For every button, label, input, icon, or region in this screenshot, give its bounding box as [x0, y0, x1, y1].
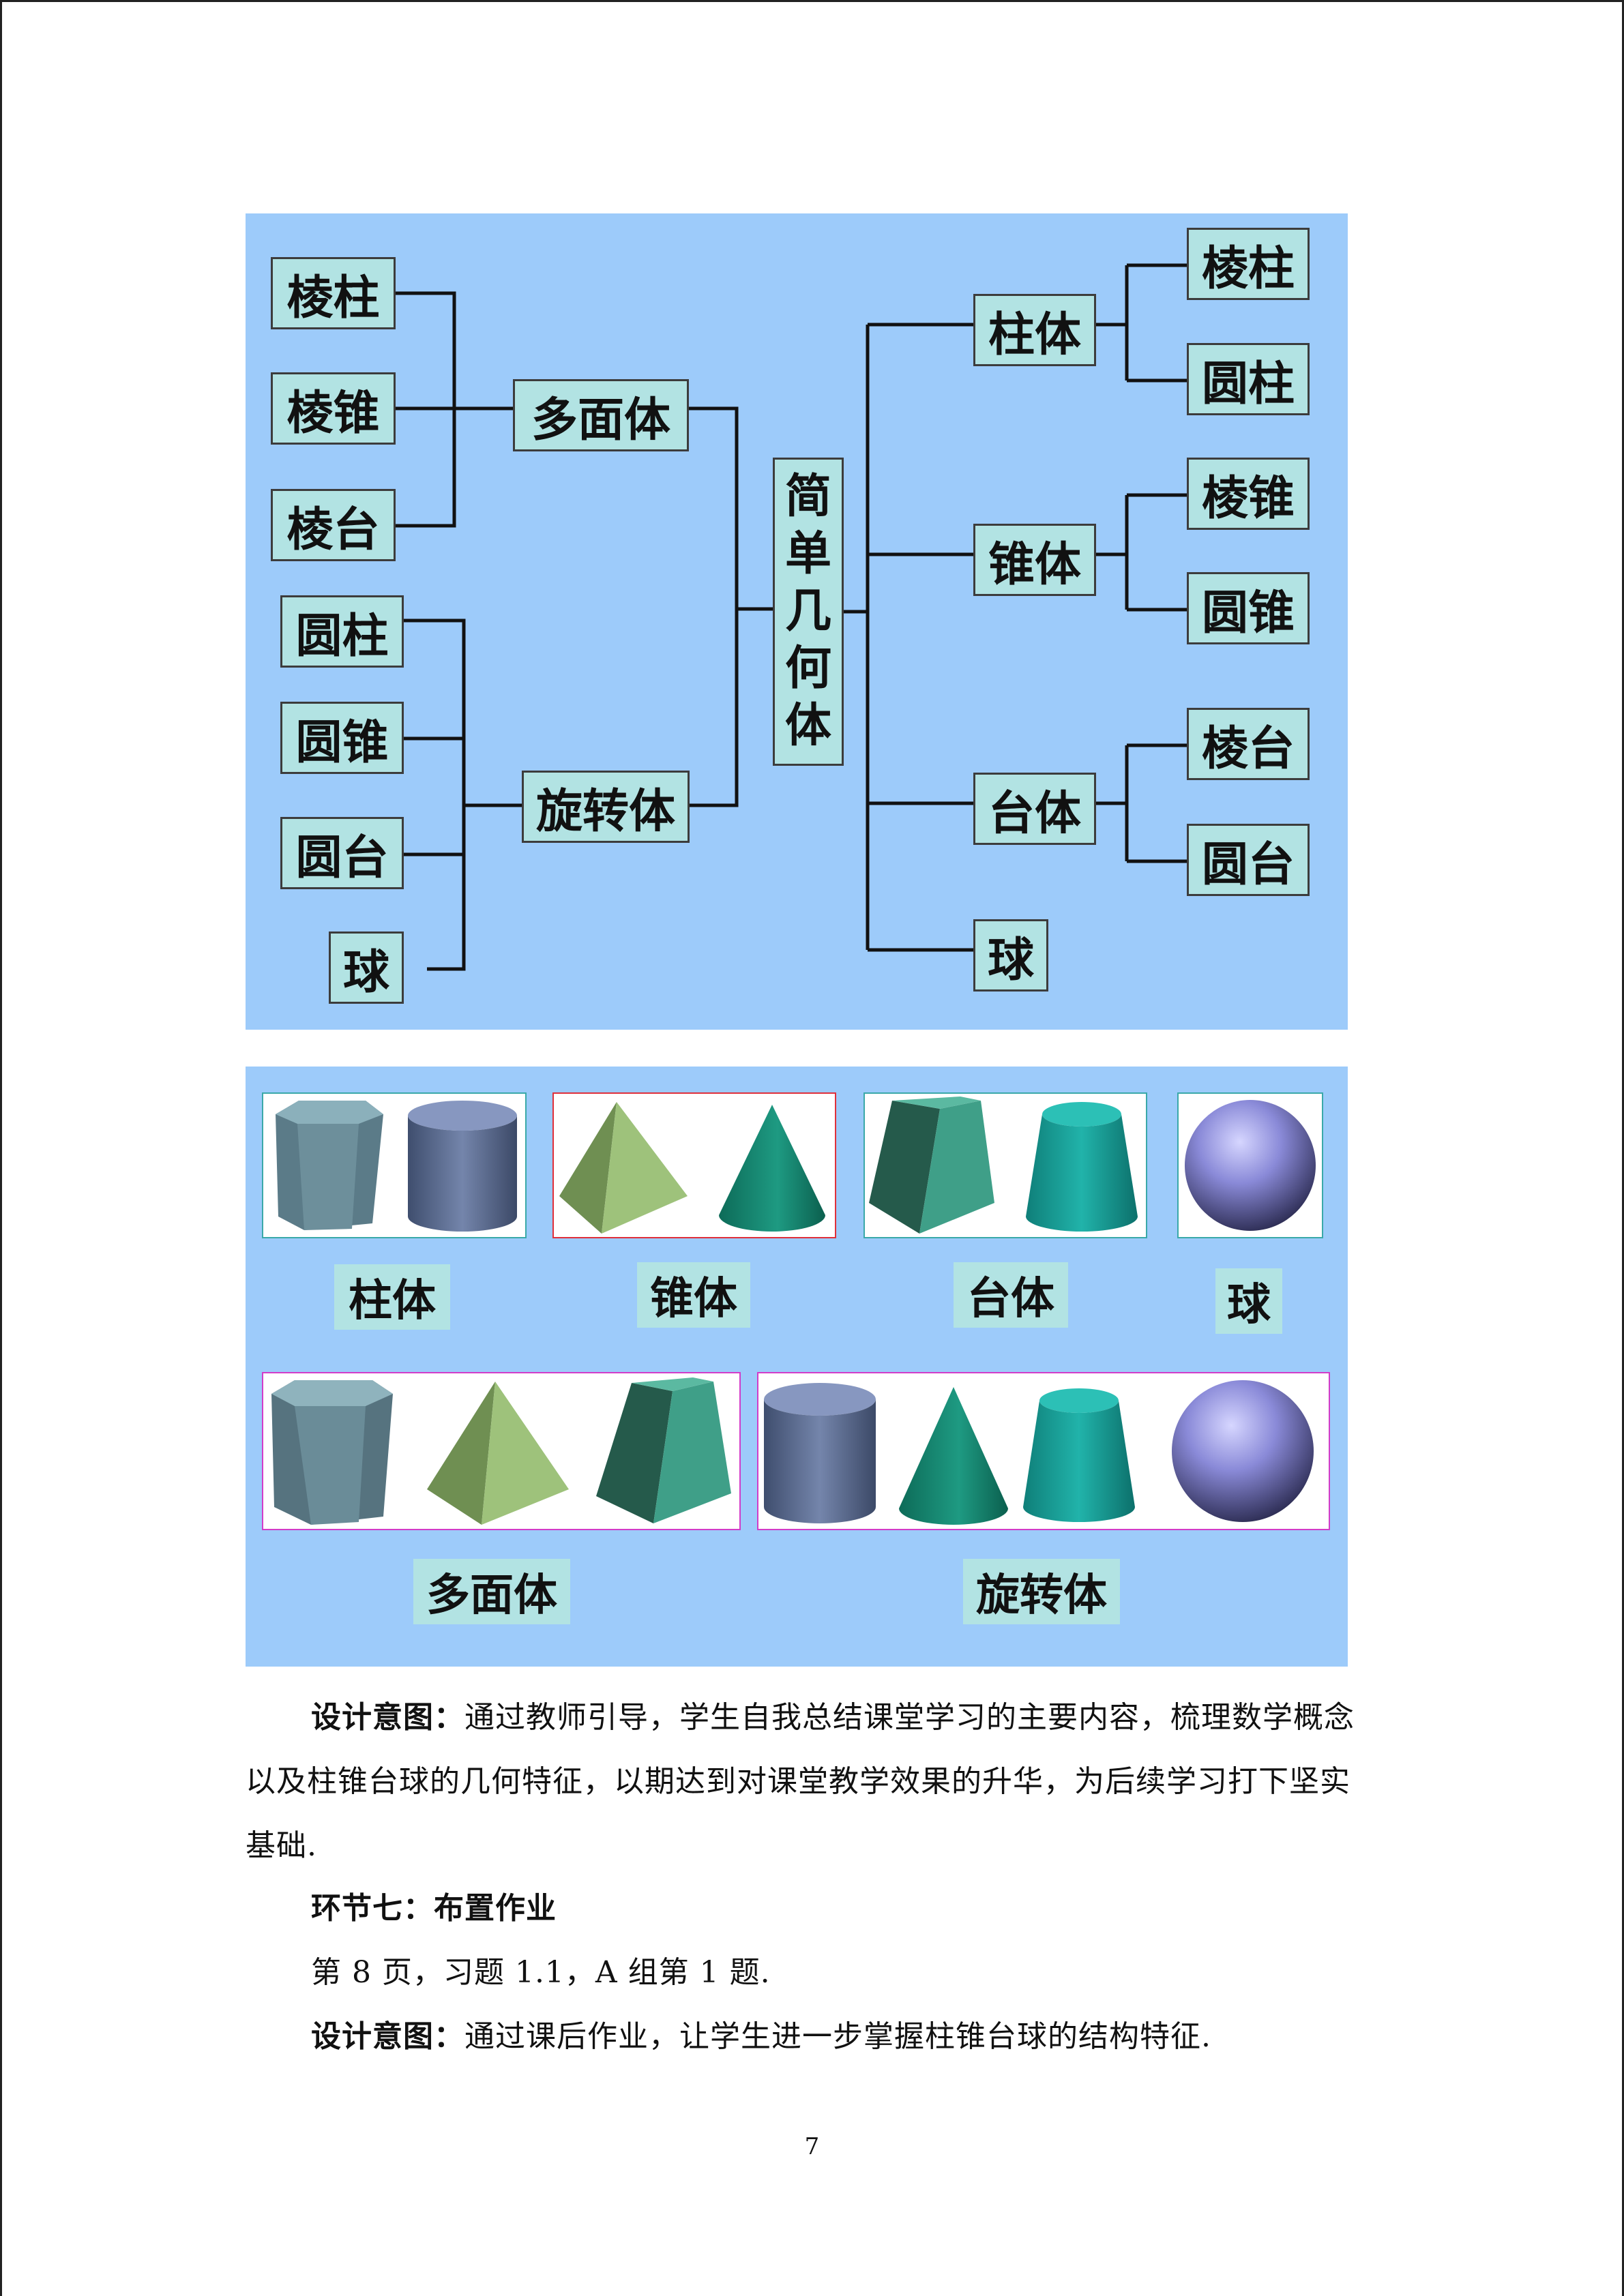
right-item-pyramid: 棱锥 [1187, 458, 1310, 530]
right-item-frustum-cone: 圆台 [1187, 824, 1310, 896]
center-char-5: 体 [784, 699, 831, 753]
left-item-frustum-cone: 圆台 [280, 817, 404, 889]
center-char-1: 简 [784, 470, 831, 524]
polyhedra-solids-image [262, 1372, 741, 1530]
cone-solids-image [552, 1092, 836, 1238]
design-intent-label-1: 设计意图： [311, 1700, 464, 1735]
homework-text: 第 8 页，习题 1.1，A 组第 1 题. [311, 1955, 771, 1990]
design-intent-paragraph-1: 设计意图：通过教师引导，学生自我总结课堂学习的主要内容，梳理数学概念以及柱锥台球… [246, 1686, 1357, 1878]
prism-and-cylinder-icon [276, 1101, 517, 1232]
right-node-sphere: 球 [973, 919, 1048, 992]
center-char-2: 单 [784, 527, 831, 581]
diagram-connectors [396, 263, 1187, 971]
design-intent-paragraph-2: 设计意图：通过课后作业，让学生进一步掌握柱锥台球的结构特征. [246, 2005, 1357, 2069]
center-char-3: 几 [784, 584, 831, 638]
design-intent-body-2: 通过课后作业，让学生进一步掌握柱锥台球的结构特征. [464, 2019, 1211, 2054]
left-item-prism: 棱柱 [271, 257, 396, 329]
left-item-pyramid: 棱锥 [271, 372, 396, 445]
page-number: 7 [804, 2133, 820, 2160]
center-node: 简 单 几 何 体 [773, 458, 844, 766]
pyramid-and-cone-icon [559, 1102, 825, 1234]
label-cone-class: 锥体 [637, 1262, 750, 1328]
design-intent-label-2: 设计意图： [311, 2019, 464, 2054]
section-title-text: 环节七：布置作业 [311, 1891, 557, 1926]
right-item-frustum: 棱台 [1187, 708, 1310, 780]
label-polyhedra: 多面体 [413, 1559, 570, 1624]
right-node-column: 柱体 [973, 294, 1096, 366]
solids-panel: 柱体 锥体 台体 球 多面体 旋转体 [246, 1067, 1348, 1667]
frustum-prism-and-cone-icon [869, 1097, 1138, 1234]
prism-pyramid-frustum-icon [271, 1377, 731, 1525]
sphere-image [1177, 1092, 1323, 1238]
column-solids-image [262, 1092, 527, 1238]
cylinder-cone-frustum-sphere-icon [764, 1380, 1314, 1525]
rotation-node: 旋转体 [522, 771, 690, 843]
center-char-4: 何 [784, 642, 831, 696]
right-node-cone-class: 锥体 [973, 524, 1096, 596]
label-column: 柱体 [334, 1264, 450, 1330]
rotation-solids-image [757, 1372, 1330, 1530]
sphere-icon [1185, 1100, 1316, 1231]
label-frustum-class: 台体 [954, 1262, 1068, 1328]
left-item-cone: 圆锥 [280, 702, 404, 774]
right-item-cone: 圆锥 [1187, 572, 1310, 644]
right-item-prism: 棱柱 [1187, 228, 1310, 300]
right-node-frustum-class: 台体 [973, 773, 1096, 845]
left-item-sphere: 球 [329, 931, 404, 1004]
left-item-frustum: 棱台 [271, 489, 396, 561]
polyhedra-node: 多面体 [513, 379, 689, 451]
homework-line: 第 8 页，习题 1.1，A 组第 1 题. [246, 1941, 1357, 2005]
label-sphere: 球 [1215, 1268, 1282, 1334]
label-rotation: 旋转体 [963, 1559, 1120, 1624]
left-item-cylinder: 圆柱 [280, 595, 404, 668]
right-item-cylinder: 圆柱 [1187, 343, 1310, 415]
classification-diagram: 棱柱 棱锥 棱台 多面体 圆柱 圆锥 圆台 球 旋转体 简 单 几 何 体 柱体… [246, 213, 1348, 1030]
frustum-solids-image [863, 1092, 1147, 1238]
section-title: 环节七：布置作业 [246, 1877, 1357, 1941]
design-intent-body-1: 通过教师引导，学生自我总结课堂学习的主要内容，梳理数学概念以及柱锥台球的几何特征… [246, 1700, 1355, 1863]
